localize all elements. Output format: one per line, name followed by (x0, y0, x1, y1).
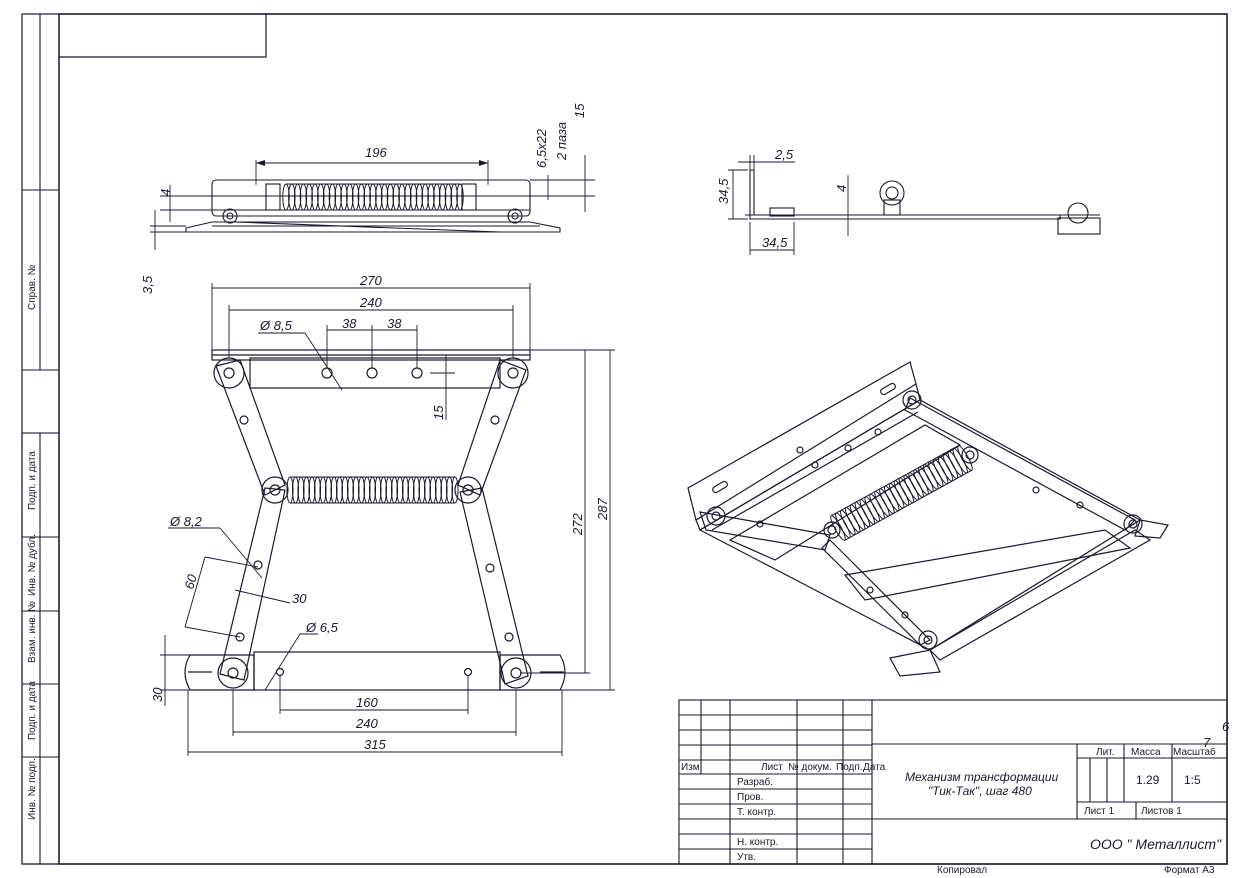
tb-row-razrab: Разраб. (737, 776, 773, 788)
tb-scale-value: 1:5 (1184, 773, 1201, 787)
spring-outline (844, 469, 972, 541)
dim-3-5: 3,5 (140, 275, 155, 294)
tb-mass-value: 1.29 (1136, 773, 1160, 787)
dim-272: 272 (570, 513, 585, 536)
top-left-stamp-box (59, 14, 267, 58)
dim-270: 270 (359, 273, 382, 288)
dim-6-5x22: 6,5x22 (534, 128, 549, 168)
spring-coil (879, 488, 895, 514)
plan-view-spring (286, 476, 459, 504)
side-stamp-podp-2: Подп. и дата (27, 681, 38, 740)
tb-lit-label: Лит. (1096, 747, 1114, 758)
title-block-text: Изм. Лист № докум. Подп. Дата Разраб. Пр… (681, 719, 1230, 876)
dim-34-5-v: 34,5 (716, 178, 731, 204)
dim-38-a: 38 (342, 316, 357, 331)
dim-30-slant: 30 (292, 591, 307, 606)
spring-coil (908, 472, 924, 498)
spring-coil (854, 501, 871, 528)
spring-coil (844, 507, 861, 533)
tb-format: Формат А3 (1164, 865, 1215, 876)
end-view (745, 169, 1101, 235)
dim-34-5-h: 34,5 (762, 235, 788, 250)
dim-15-plan: 15 (431, 405, 446, 420)
tb-sheet: Лист 1 (1084, 806, 1115, 817)
dim-dia-6-5: Ø 6,5 (305, 620, 339, 635)
plan-view (184, 349, 566, 691)
tb-corner-7: 7 (1203, 735, 1211, 750)
end-view-dims (728, 155, 849, 255)
tb-corner-6: 6 (1222, 719, 1230, 734)
spring-coil (913, 469, 929, 496)
tb-company: ООО " Металлист" (1090, 836, 1222, 852)
spring-coil (839, 509, 856, 536)
dim-4-top: 4 (158, 189, 173, 196)
dim-60: 60 (181, 572, 200, 591)
side-stamp-inv-podp: Инв. № подп. (27, 758, 38, 820)
side-stamp-podp-1: Подп. и дата (27, 451, 38, 510)
dim-240-bot: 240 (355, 716, 378, 731)
side-stamp-vzam: Взам. инв. № (27, 601, 38, 663)
isometric-spring (830, 445, 973, 541)
tb-row-prov: Пров. (737, 792, 763, 803)
plan-view-dims (160, 283, 615, 756)
tb-scale-label: Масштаб (1173, 746, 1216, 758)
dim-315: 315 (364, 737, 386, 752)
tb-row-tkontr: Т. контр. (737, 807, 776, 818)
dim-240-top: 240 (359, 295, 382, 310)
isometric-view (687, 361, 1169, 677)
tb-row-nkontr: Н. контр. (737, 837, 778, 848)
dim-160: 160 (356, 695, 378, 710)
tb-mass-label: Масса (1131, 747, 1161, 758)
spring-coil (835, 512, 851, 539)
spring-coil (937, 455, 954, 482)
dim-4-end: 4 (834, 185, 849, 192)
dim-2-5: 2,5 (774, 147, 794, 162)
spring-coil (830, 515, 846, 541)
side-stamp-labels: Справ. № Подп. и дата Инв. № дубл. Взам.… (26, 264, 38, 820)
side-view-dims (150, 155, 595, 250)
drawing-title-line2: "Тик-Так", шаг 480 (928, 784, 1032, 798)
tb-list: Лист (761, 762, 783, 773)
side-stamp-inv-dubl: Инв. № дубл. (26, 534, 38, 596)
side-view-spring (282, 183, 464, 211)
spring-coil (952, 447, 968, 474)
outer-frame (21, 13, 1228, 865)
tb-data: Дата (863, 762, 886, 773)
tb-podp: Подп. (836, 762, 863, 773)
spring-coil (893, 480, 910, 506)
tb-row-utv: Утв. (737, 852, 756, 863)
inner-frame (58, 13, 1228, 865)
spring-coil (888, 482, 905, 509)
spring-coil (898, 477, 915, 504)
dim-38-b: 38 (387, 316, 402, 331)
title-block-lines (678, 699, 1228, 865)
side-stamp-column (21, 14, 60, 865)
tb-izm: Изм. (681, 762, 702, 773)
spring-coil (849, 504, 866, 531)
dim-15-top: 15 (572, 103, 587, 118)
drawing-title-line1: Механизм трансформации (905, 770, 1059, 784)
dim-dia-8-5: Ø 8,5 (259, 318, 293, 333)
tb-copied: Копировал (937, 865, 987, 876)
side-view (185, 179, 561, 233)
spring-outline (831, 445, 959, 517)
dim-2-paza: 2 паза (554, 122, 569, 161)
side-stamp-sprav: Справ. № (27, 264, 38, 310)
spring-coil (942, 453, 959, 479)
spring-coil (903, 474, 920, 501)
tb-ndokum: № докум. (788, 762, 832, 773)
dim-30-v: 30 (150, 687, 165, 702)
dim-287: 287 (595, 498, 610, 521)
spring-coil (883, 485, 900, 512)
dim-196: 196 (365, 145, 387, 160)
dim-dia-8-2: Ø 8,2 (169, 514, 203, 529)
tb-sheets: Листов 1 (1141, 806, 1182, 817)
